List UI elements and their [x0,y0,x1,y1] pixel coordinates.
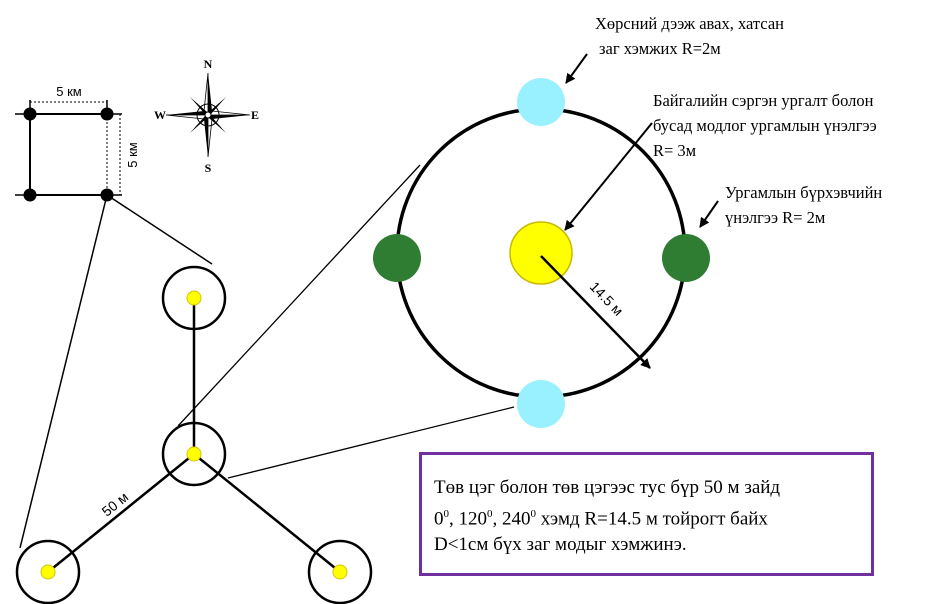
compass-south-label: S [205,161,212,175]
vegetation-annotation-line1: Ургамлын бүрхэвчийн [725,183,882,202]
vegetation-subplot-east [662,234,710,282]
plot-cluster: 50 м [15,265,373,604]
regeneration-subplot-center [509,221,573,285]
vegetation-annotation-line2: үнэлгээ R= 2м [725,208,826,227]
vegetation-annotation-arrow [699,200,719,228]
cluster-distance-label: 50 м [99,489,132,520]
plot-radius-arrow [540,255,651,369]
method-note-line1: Төв цэг болон төв цэгээс тус бүр 50 м за… [434,477,781,498]
vegetation-annotation: Ургамлын бүрхэвчийн үнэлгээ R= 2м [725,183,882,227]
cluster-plot-center [161,421,227,487]
enlarged-sample-plot: 14.5 м [373,78,710,428]
soil-annotation-line1: Хөрсний дээж авах, хатсан [595,14,784,33]
soil-annotation-line2: заг хэмжих R=2м [599,39,721,58]
cluster-plot-north [161,265,227,331]
grid-corner-point [100,107,114,121]
soil-annotation-arrow [565,53,588,84]
plot-radius-label: 14.5 м [587,278,627,318]
method-note-box: Төв цэг болон төв цэгээс тус бүр 50 м за… [419,452,874,576]
compass-north-label: N [204,57,213,71]
regeneration-annotation-line3: R= 3м [653,141,697,160]
compass-rose-icon [165,72,251,158]
soil-sample-subplot-south [517,380,565,428]
compass-east-label: E [251,108,259,122]
cluster-plot-southeast [307,539,373,604]
soil-annotation: Хөрсний дээж авах, хатсан заг хэмжих R=2… [595,14,784,58]
regeneration-annotation-line1: Байгалийн сэргэн ургалт болон [653,91,874,110]
method-note-line2: 00, 1200, 2400 хэмд R=14.5 м тойрогт бай… [434,508,768,530]
vegetation-subplot-west [373,234,421,282]
cluster-plot-southwest [15,539,81,604]
compass-west-label: W [154,108,166,122]
method-note-line3: D<1см бүх заг модыг хэмжинэ. [434,534,687,556]
regeneration-annotation-arrow [564,122,653,231]
grid-corner-point [23,107,37,121]
soil-sample-subplot-north [517,78,565,126]
regeneration-annotation-line2: бусад модлог ургамлын үнэлгээ [653,116,877,135]
grid-width-label: 5 км [56,84,82,99]
grid-height-label: 5 км [125,142,140,168]
grid-to-cluster-zoom-lines [19,194,213,549]
grid-square: 5 км 5 км [15,84,140,202]
grid-corner-point [23,188,37,202]
plot-zoom-lines [177,164,515,479]
regeneration-annotation: Байгалийн сэргэн ургалт болон бусад модл… [653,91,877,160]
